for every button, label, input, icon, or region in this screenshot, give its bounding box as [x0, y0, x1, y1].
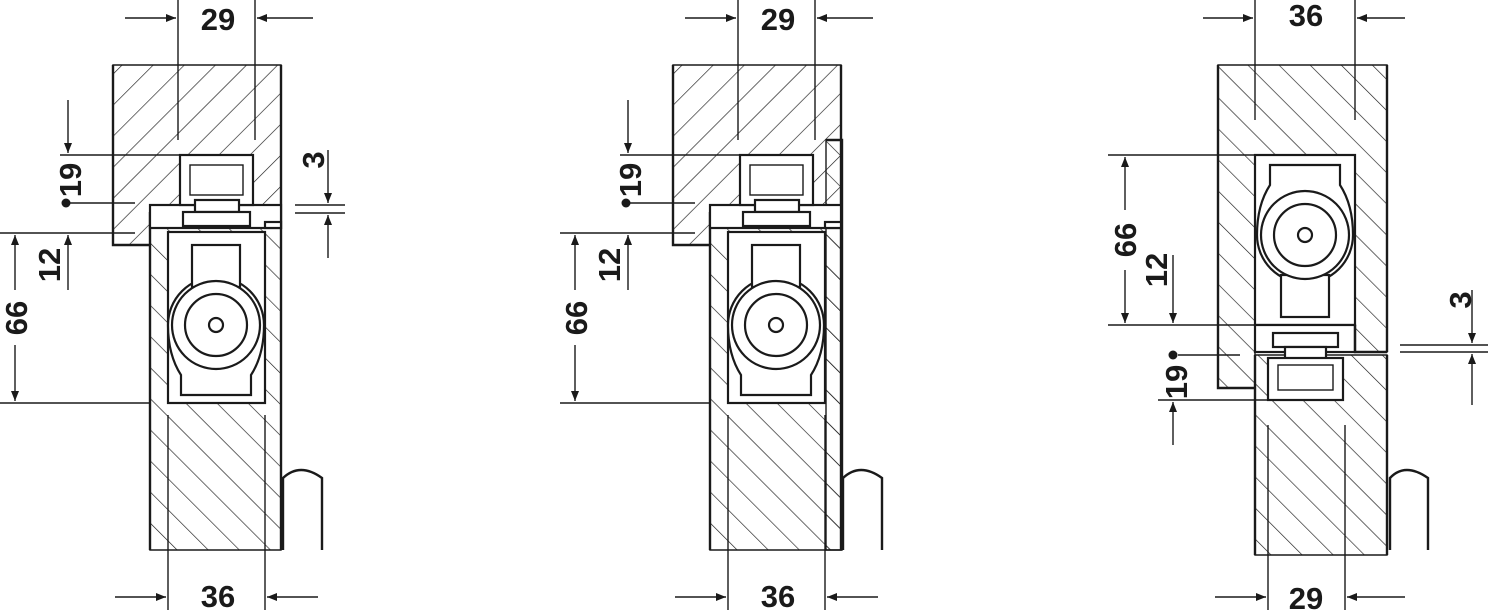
- view-middle: [560, 0, 884, 610]
- dim-top-width: 36: [1289, 0, 1323, 33]
- floor-stop: [841, 468, 884, 550]
- bottom-guide-bracket: [1266, 356, 1345, 402]
- seal-strip-edge: [826, 138, 844, 550]
- plate-step: [1353, 325, 1387, 354]
- bracket-inner: [1277, 364, 1334, 391]
- dim-19: 19: [53, 163, 88, 197]
- top-guide-bracket: [178, 153, 255, 207]
- stem: [753, 198, 801, 214]
- plate-gap: [823, 220, 843, 230]
- view-right: [1108, 0, 1488, 610]
- roller-mechanism: [166, 243, 266, 397]
- bracket-inner: [749, 164, 804, 196]
- reference-dot: [61, 198, 71, 208]
- stem: [193, 198, 241, 214]
- seal-strip-hatch: [825, 139, 843, 551]
- floor-stop: [1388, 468, 1430, 550]
- view-left-labels: 29 36 19 12 66 3: [0, 2, 331, 613]
- dim-3: 3: [296, 151, 331, 168]
- dim-19: 19: [613, 163, 648, 197]
- dim-bottom-width: 36: [201, 579, 235, 613]
- view-right-labels: 36 29 66 12 19 3: [1108, 0, 1478, 613]
- dim-12: 12: [1139, 253, 1174, 287]
- upper-frame-edge: [111, 65, 150, 247]
- washer: [181, 210, 252, 228]
- dim-12: 12: [32, 248, 67, 282]
- dim-66: 66: [559, 301, 594, 335]
- dim-66: 66: [1108, 223, 1143, 257]
- dim-66: 66: [0, 301, 34, 335]
- axle-hole: [1296, 226, 1314, 244]
- dim-bottom-width: 29: [1289, 581, 1323, 613]
- reference-dot: [621, 198, 631, 208]
- dim-bottom-width: 36: [761, 579, 795, 613]
- dim-12: 12: [592, 248, 627, 282]
- top-guide-bracket: [738, 153, 815, 207]
- axle-hole: [207, 316, 225, 334]
- roller-mechanism: [726, 243, 826, 397]
- washer: [1271, 331, 1340, 349]
- view-middle-labels: 29 36 19 12 66: [559, 2, 795, 613]
- roller-neck: [1279, 273, 1331, 319]
- roller-mechanism: [1255, 163, 1355, 319]
- dim-top-width: 29: [201, 2, 235, 37]
- axle-hole: [767, 316, 785, 334]
- bracket-inner: [189, 164, 244, 196]
- reference-dot: [1168, 350, 1178, 360]
- washer: [741, 210, 812, 228]
- upper-frame-edge: [671, 65, 710, 247]
- floor-stop: [281, 468, 324, 550]
- plate-gap: [263, 220, 283, 230]
- dim-19: 19: [1159, 365, 1194, 399]
- dim-3: 3: [1443, 291, 1478, 308]
- dim-top-width: 29: [761, 2, 795, 37]
- upper-frame-edge: [1216, 65, 1255, 390]
- view-left: [0, 0, 345, 610]
